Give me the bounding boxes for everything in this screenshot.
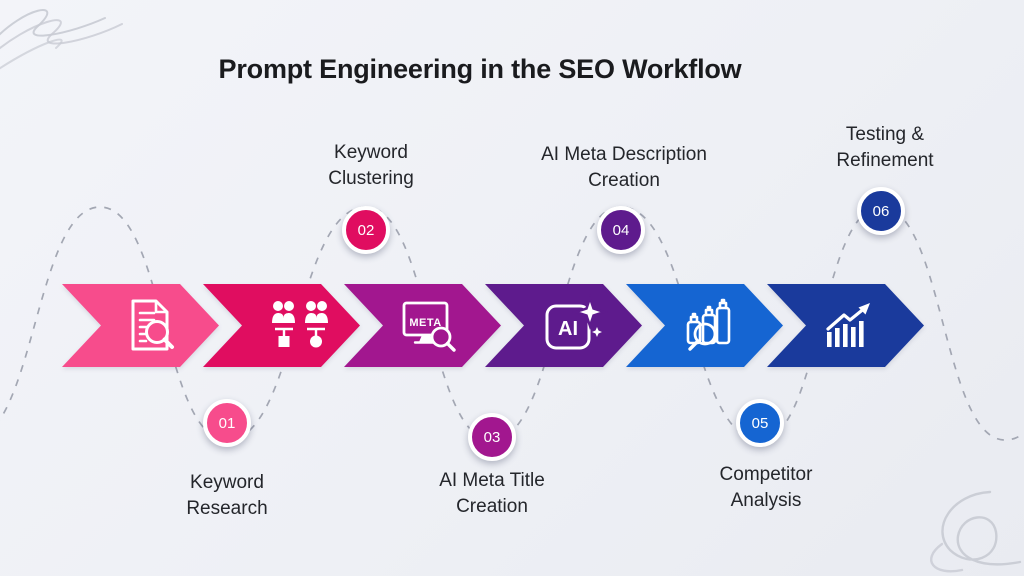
chevron-step-1 [62,284,219,367]
growth-chart-icon [826,303,870,347]
products-magnifier-icon [686,298,731,351]
ai-icon-label: AI [558,318,578,340]
step-number: 02 [357,221,375,239]
step-label-keyword-research: Keyword Research [186,472,268,519]
chevron-step-2 [203,284,360,367]
document-search-icon [131,299,174,351]
chevron-step-4 [485,284,642,367]
step-badge-01: 01 [203,399,251,447]
step-badge-06: 06 [857,187,905,235]
chevron-step-5 [626,284,783,367]
step-badge-04: 04 [597,206,645,254]
step-badge-05: 05 [736,399,784,447]
step-number: 06 [872,202,890,220]
step-label-keyword-clustering: Keyword Clustering [328,142,414,189]
step-label-ai-meta-title: AI Meta Title Creation [439,470,545,517]
page-title: Prompt Engineering in the SEO Workflow [218,54,742,84]
meta-icon-label: META [409,317,441,329]
keyword-clustering-icon [272,301,328,348]
step-badge-02: 02 [342,206,390,254]
chevron-step-3 [344,284,501,367]
step-number: 01 [218,414,236,432]
chevron-row [62,284,924,367]
meta-monitor-search-icon: META [402,301,456,352]
step-label-competitor-analysis: Competitor Analysis [719,464,813,511]
step-number: 04 [612,221,630,239]
bottom-right-squiggle-icon [930,490,1022,573]
step-badge-03: 03 [468,413,516,461]
step-number: 03 [483,428,501,446]
step-label-ai-meta-description: AI Meta Description Creation [541,144,707,191]
ai-sparkle-icon: AI [545,294,608,350]
top-left-squiggle-icon [0,9,123,70]
step-number: 05 [751,414,769,432]
step-label-testing-refinement: Testing & Refinement [836,124,934,171]
